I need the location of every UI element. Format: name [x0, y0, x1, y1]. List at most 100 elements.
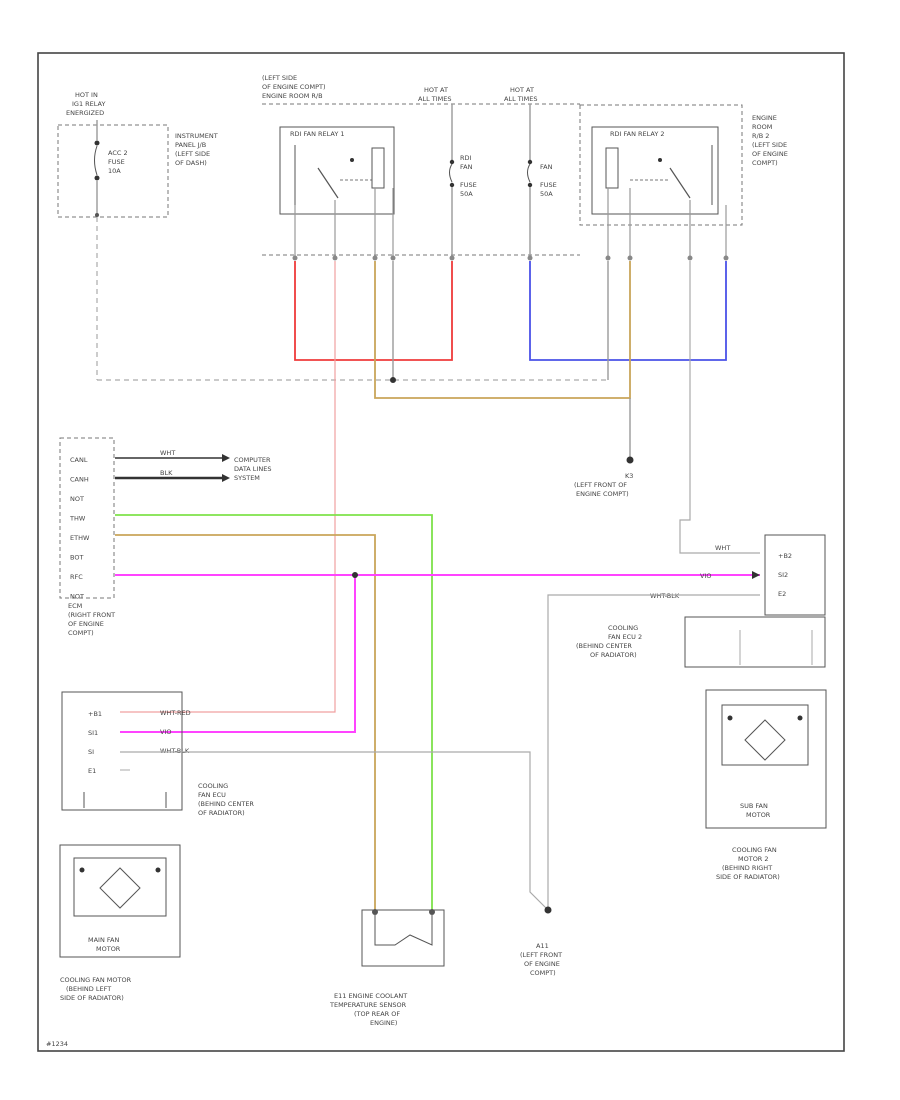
white-red-wire	[120, 261, 336, 713]
hot-ig-label-1: HOT IN	[75, 91, 98, 99]
hot-ig-label-3: ENERGIZED	[66, 109, 104, 117]
relay-1-contact	[350, 158, 354, 162]
ecu1-pin-2: SI	[88, 748, 94, 756]
relay-1-coil	[371, 147, 385, 189]
relay-2-coil	[605, 147, 619, 189]
acc-fuse-symbol	[94, 145, 98, 176]
fan1-fuse-label-1: RDI	[460, 154, 472, 162]
cooling-fan-ecu-2-box	[764, 534, 826, 616]
ip-jb-label-4: OF DASH)	[175, 159, 207, 167]
cfm1-label-1: COOLING	[198, 782, 228, 790]
diagram-frame	[37, 52, 845, 1052]
main-fan-motor-frame	[73, 857, 167, 917]
ip-jb-label-3: (LEFT SIDE	[175, 150, 210, 158]
fan2-fuse-label-3: 50A	[540, 190, 553, 198]
ecu2-pin-2: E2	[778, 590, 786, 598]
ecm-box	[59, 437, 115, 599]
ground-k3-label-2: (LEFT FRONT OF	[574, 481, 627, 489]
ecu2-b2-wire-label: WHT	[715, 544, 730, 552]
cfm2-label-1: COOLING	[608, 624, 638, 632]
ect-label-3: (TOP REAR OF	[354, 1010, 400, 1018]
relay-2-switch	[669, 167, 691, 199]
acc-fuse-node-top	[94, 140, 100, 146]
ecu2-ground-wire	[547, 594, 760, 910]
fan2-fuse-node-bottom	[527, 182, 533, 188]
canl-wire-label: WHT	[160, 449, 175, 457]
ecm-pin-0: CANL	[70, 456, 88, 464]
engine-rb2-label-3: R/B 2	[752, 132, 769, 140]
ground-a11-point	[544, 906, 552, 914]
cooling-fan-ecu-2-base	[684, 616, 826, 668]
ect-label-1: E11 ENGINE COOLANT	[334, 992, 407, 1000]
fan1-fuse-label-2: FAN	[460, 163, 473, 171]
acc-fuse-label-2: FUSE	[108, 158, 125, 166]
canl-arrow-icon	[222, 454, 230, 462]
sub-motor-label-2: MOTOR	[746, 811, 771, 819]
fan2-fuse-node-top	[527, 159, 533, 165]
relay-2-label: RDI FAN RELAY 2	[610, 130, 665, 138]
fan2-fuse-label-1: FAN	[540, 163, 553, 171]
sub-fan-motor-frame	[721, 704, 809, 766]
left-side-label-1: (LEFT SIDE	[262, 74, 297, 82]
cfm2-label-3: (BEHIND CENTER	[576, 642, 632, 650]
fan1-fuse-label-4: 50A	[460, 190, 473, 198]
ecm-pin-3: THW	[69, 515, 86, 523]
cfm-motor2-label-2: MOTOR 2	[738, 855, 769, 863]
rfc-splice	[352, 572, 358, 578]
ground-k3-label-1: K3	[625, 472, 633, 480]
ect-sensor-box	[361, 909, 445, 967]
hot-at-2-label-a: HOT AT	[510, 86, 534, 94]
ip-jb-label-1: INSTRUMENT	[175, 132, 218, 140]
ecu1-e1-wire-label: WHT-BLK	[160, 747, 190, 755]
ground-k3-point	[626, 456, 634, 464]
sub-motor-label-1: SUB FAN	[740, 802, 768, 810]
ecu1-si1-wire-label: VIO	[160, 728, 171, 736]
computer-label-1: COMPUTER	[234, 456, 271, 464]
cfm-motor2-label-3: (BEHIND RIGHT	[722, 864, 772, 872]
relay-2-to-ecu2-wire	[679, 261, 760, 554]
cfm1-label-3: (BEHIND CENTER	[198, 800, 254, 808]
instrument-panel-jb-box	[57, 124, 169, 218]
computer-label-3: SYSTEM	[234, 474, 260, 482]
ground-a11-label-1: A11	[536, 942, 549, 950]
acc-connector	[95, 213, 99, 217]
fan1-fuse-label-3: FUSE	[460, 181, 477, 189]
ig-splice	[390, 377, 396, 383]
ip-jb-label-2: PANEL J/B	[175, 141, 206, 149]
cfm-motor2-label-1: COOLING FAN	[732, 846, 777, 854]
rdi-fan-relay-1-box	[279, 126, 395, 215]
ecu2-e2-wire-label: WHT-BLK	[650, 592, 680, 600]
engine-rb2-label-1: ENGINE	[752, 114, 777, 122]
relay-1-pins	[294, 188, 394, 258]
hot-at-1-label-b: ALL TIMES	[418, 95, 451, 103]
fan1-fuse-node-bottom	[449, 182, 455, 188]
ect-label-2: TEMPERATURE SENSOR	[329, 1001, 407, 1009]
ecu1-b1-wire-label: WHT-RED	[160, 709, 191, 717]
sub-fan-motor-box	[705, 689, 827, 829]
engine-rb2-label-4: (LEFT SIDE	[752, 141, 787, 149]
hot-at-2-label-b: ALL TIMES	[504, 95, 537, 103]
acc-fuse-node-bottom	[94, 175, 100, 181]
tan-wire	[115, 534, 376, 910]
ect-thermistor-icon	[374, 915, 433, 946]
fan1-fuse-symbol	[449, 163, 453, 183]
ecm-pin-5: BOT	[70, 554, 83, 562]
ecm-pin-7: NOT	[70, 593, 84, 601]
cooling-fan-ecu-box	[61, 691, 183, 811]
ecm-pin-4: ETHW	[70, 534, 90, 542]
ecm-pin-2: NOT	[70, 495, 84, 503]
main-motor-label-1: MAIN FAN	[88, 936, 119, 944]
fan2-fuse-symbol	[527, 163, 531, 183]
ground-a11-label-2: (LEFT FRONT	[520, 951, 562, 959]
acc-fuse-label-1: ACC 2	[108, 149, 128, 157]
engine-room-rb2-box	[579, 104, 743, 226]
green-wire	[115, 514, 433, 910]
hot-ig-label-2: IG1 RELAY	[72, 100, 105, 108]
canh-wire-label: BLK	[160, 469, 173, 477]
acc-fuse-label-3: 10A	[108, 167, 121, 175]
cfm-motor1-label-2: (BEHIND LEFT	[66, 985, 111, 993]
cfm1-label-4: OF RADIATOR)	[198, 809, 245, 817]
